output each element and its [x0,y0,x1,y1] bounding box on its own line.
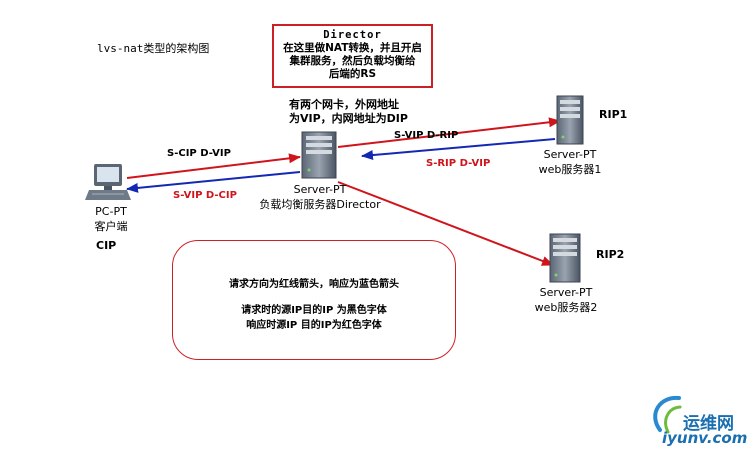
web2-server-icon [549,233,581,283]
pc-icon [85,164,131,200]
web1-ip-label: RIP1 [599,108,628,121]
director-type: Server-PT [293,183,347,196]
web1-role: web服务器1 [538,163,602,176]
director-role: 负载均衡服务器Director [259,198,381,211]
edge-director-to-web1 [337,117,561,148]
edge-label-director-to-pc: S-VIP D-CIP [173,190,237,201]
pc-ip-label: CIP [96,239,117,252]
director-box-heading: Director [323,29,382,41]
web1-server-icon [556,95,584,145]
web2-label: Server-PT web服务器2 [528,286,604,315]
director-box-line: 在这里做NAT转换，并且开启 [283,42,422,54]
pc-type: PC-PT [95,205,127,218]
nic-note-line: 有两个网卡，外网地址 [289,98,399,111]
edge-label-pc-to-director: S-CIP D-VIP [167,148,231,159]
watermark-text: 运维网 [683,414,734,434]
watermark-url: iyunv.com [662,429,748,447]
web2-role: web服务器2 [534,301,598,314]
web1-label: Server-PT web服务器1 [532,148,608,177]
director-server-icon [301,131,337,179]
edge-label-director-to-web1: S-VIP D-RIP [394,130,459,141]
diagram-title: lvs-nat类型的架构图 [97,42,210,55]
director-box-line: 集群服务，然后负载均衡给 [289,55,416,67]
web2-type: Server-PT [539,286,593,299]
director-nic-note: 有两个网卡，外网地址 为VIP，内网地址为DIP [289,98,429,126]
watermark-logo-icon [653,395,682,434]
edge-label-web1-to-director: S-RIP D-VIP [426,158,491,169]
edge-director-to-pc [126,171,301,193]
legend-line: 请求方向为红线箭头，响应为蓝色箭头 [229,279,399,290]
legend-line: 响应时源IP 目的IP为红色字体 [246,320,382,331]
edge-director-to-web2 [337,181,554,266]
nic-note-line: 为VIP，内网地址为DIP [289,112,408,125]
edge-web1-to-director [361,138,556,161]
director-label: Server-PT 负载均衡服务器Director [252,183,388,212]
director-box-line: 后端的RS [328,68,377,80]
edge-pc-to-director [126,153,301,179]
web1-type: Server-PT [543,148,597,161]
pc-label: PC-PT 客户端 [84,205,138,234]
pc-role: 客户端 [94,220,128,233]
legend-line: 请求时的源IP目的IP 为黑色字体 [241,305,387,316]
director-description-box: Director 在这里做NAT转换，并且开启 集群服务，然后负载均衡给 后端的… [272,24,433,88]
legend-note: 请求方向为红线箭头，响应为蓝色箭头 请求时的源IP目的IP 为黑色字体 响应时源… [172,240,456,360]
web2-ip-label: RIP2 [596,248,625,261]
